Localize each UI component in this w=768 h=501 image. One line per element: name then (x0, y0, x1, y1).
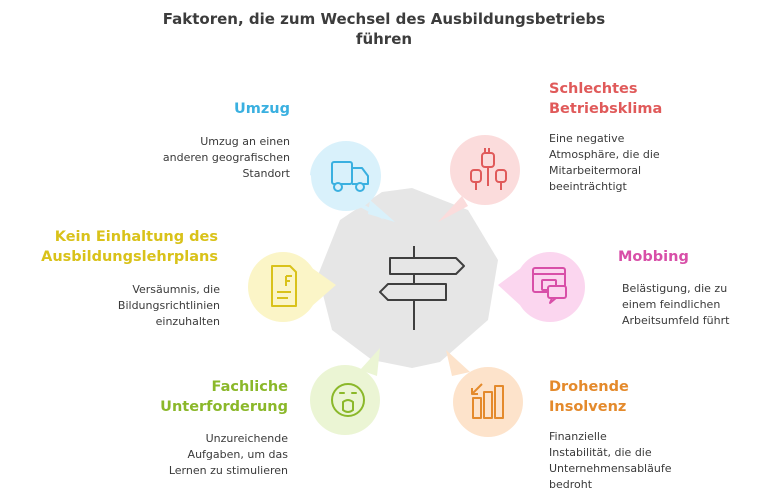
desc-line: einem feindlichen (622, 298, 721, 311)
desc-line: Arbeitsumfeld führt (622, 314, 730, 327)
desc-line: Belästigung, die zu (622, 282, 728, 295)
desc-line: anderen geografischen (162, 151, 290, 164)
umzug-bubble (310, 141, 395, 222)
mobbing-title: Mobbing (618, 249, 689, 265)
title-line-1: Faktoren, die zum Wechsel des Ausbildung… (162, 10, 606, 28)
desc-line: Atmosphäre, die die (549, 148, 660, 161)
title-line: Fachliche (211, 379, 288, 395)
title-line: Ausbildungslehrplans (41, 249, 218, 265)
desc-line: Lernen zu stimulieren (168, 464, 288, 477)
central-hub (318, 188, 498, 368)
klima-title: Schlechtes Betriebsklima (549, 79, 662, 119)
desc-line: Aufgaben, um das (187, 448, 288, 461)
klima-bubble (438, 135, 520, 222)
desc-line: beeinträchtigt (549, 180, 627, 193)
raised-fists-icon (470, 148, 507, 190)
mobbing-bubble (498, 252, 585, 322)
unterforderung-title: Fachliche Unterforderung (130, 377, 288, 417)
desc-line: Eine negative (549, 132, 625, 145)
desc-line: einzuhalten (155, 315, 220, 328)
insolvenz-title: Drohende Insolvenz (549, 377, 629, 417)
insolvenz-description: Finanzielle Instabilität, die die Untern… (549, 429, 671, 493)
umzug-title: Umzug (233, 101, 290, 117)
title-line: Insolvenz (549, 399, 627, 415)
title-line-2: führen (355, 30, 413, 48)
title-line: Unterforderung (160, 399, 288, 415)
desc-line: Finanzielle (549, 430, 607, 443)
lehrplan-bubble (248, 252, 336, 322)
title-line: Drohende (549, 379, 629, 395)
desc-line: Versäumnis, die (132, 283, 220, 296)
truck-icon (331, 161, 369, 192)
umzug-description: Umzug an einen anderen geografischen Sta… (150, 134, 290, 182)
desc-line: Instabilität, die die (549, 446, 652, 459)
desc-line: Mitarbeitermoral (549, 164, 642, 177)
desc-line: Unzureichende (205, 432, 288, 445)
desc-line: Umzug an einen (200, 135, 290, 148)
document-icon (271, 265, 297, 307)
unterforderung-description: Unzureichende Aufgaben, um das Lernen zu… (130, 431, 288, 479)
desc-line: bedroht (549, 478, 593, 491)
lehrplan-description: Versäumnis, die Bildungsrichtlinien einz… (60, 282, 220, 330)
declining-chart-icon (471, 383, 504, 419)
chat-window-icon (532, 267, 567, 304)
klima-description: Eine negative Atmosphäre, die die Mitarb… (549, 131, 660, 195)
unterforderung-bubble (310, 348, 380, 435)
lehrplan-title: Kein Einhaltung des Ausbildungslehrplans (10, 227, 218, 267)
bored-face-icon (331, 383, 365, 417)
insolvenz-bubble (446, 350, 523, 437)
title-line: Betriebsklima (549, 101, 663, 117)
desc-line: Unternehmensabläufe (549, 462, 672, 475)
desc-line: Bildungsrichtlinien (117, 299, 220, 312)
title-line: Kein Einhaltung des (54, 229, 218, 245)
mobbing-description: Belästigung, die zu einem feindlichen Ar… (622, 281, 729, 329)
diagram-title: Faktoren, die zum Wechsel des Ausbildung… (0, 9, 768, 49)
title-line: Schlechtes (549, 81, 638, 97)
signpost-icon (379, 246, 465, 330)
desc-line: Standort (242, 167, 290, 180)
